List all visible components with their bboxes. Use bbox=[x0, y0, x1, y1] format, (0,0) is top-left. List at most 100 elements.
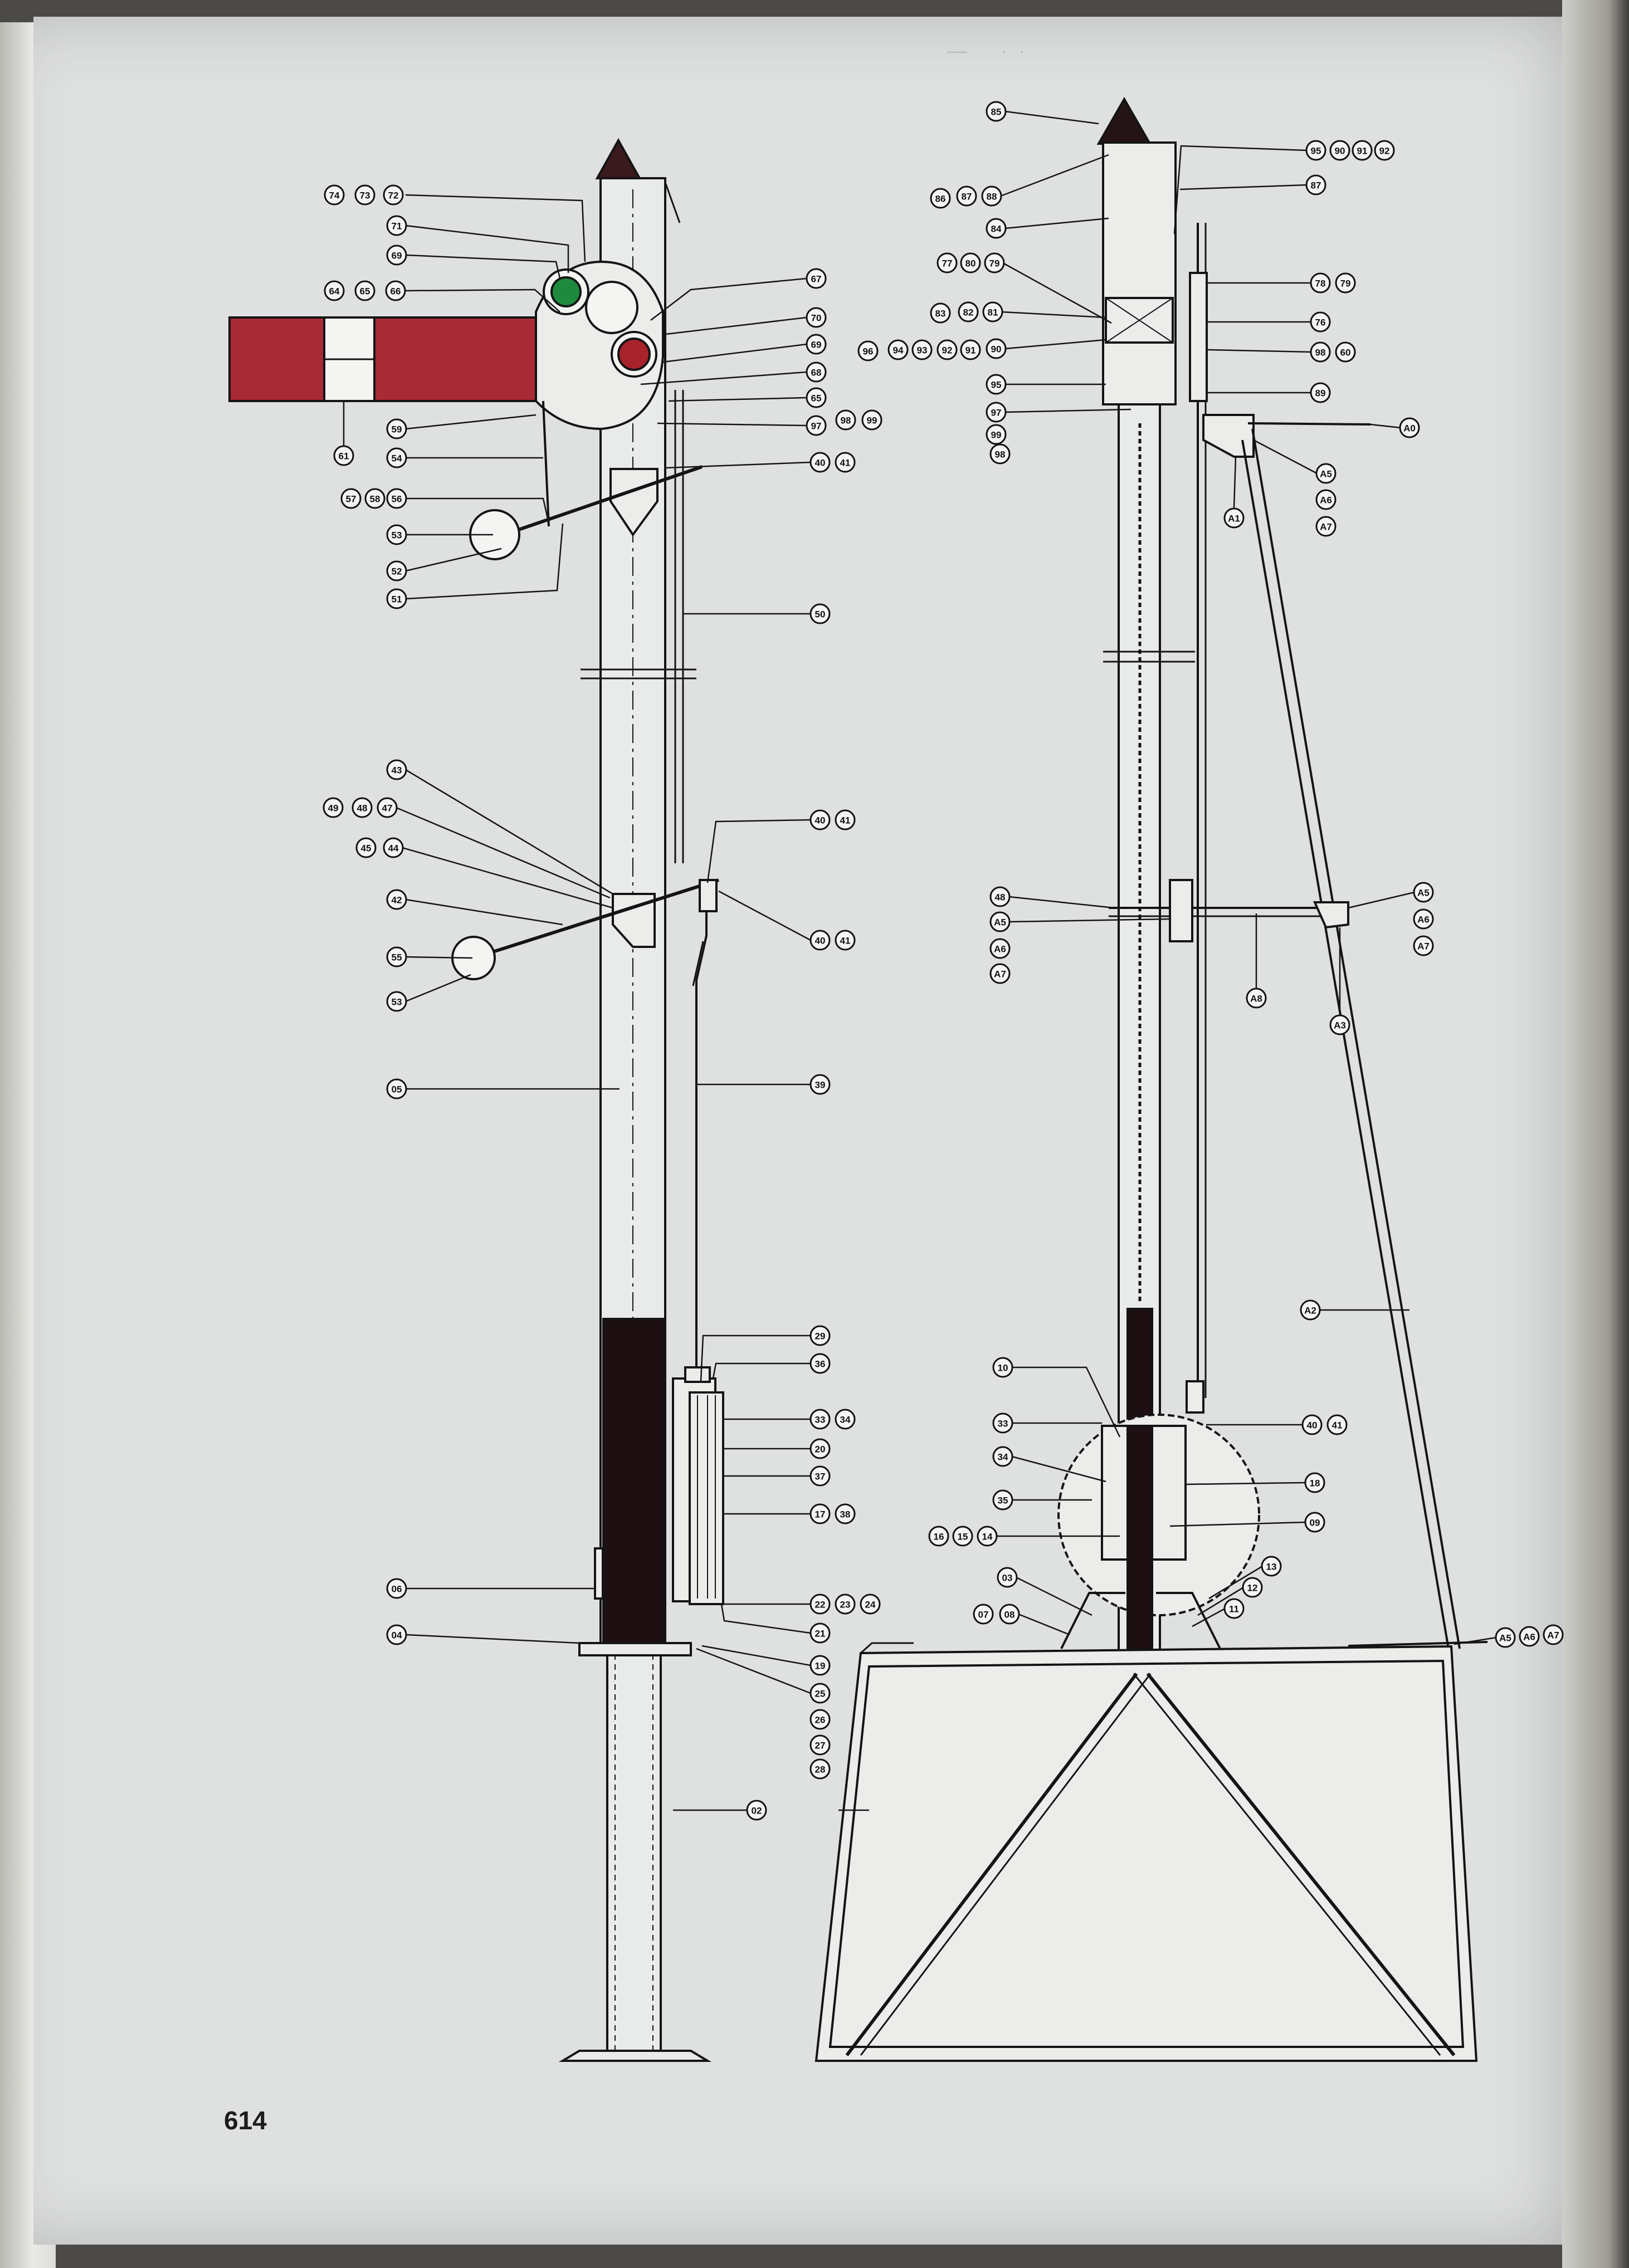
part-callout: 11 bbox=[1223, 1598, 1245, 1619]
part-callout: 47 bbox=[377, 797, 398, 818]
part-callout-circle bbox=[809, 1074, 831, 1095]
part-callout-circle bbox=[992, 1489, 1013, 1511]
part-callout-circle bbox=[1223, 1598, 1245, 1619]
part-callout: 92 bbox=[937, 339, 958, 360]
part-callout: 33 bbox=[809, 1409, 831, 1430]
part-callout-label: 79 bbox=[989, 258, 1000, 269]
part-callout-circle bbox=[1352, 140, 1373, 161]
part-callout-circle bbox=[1305, 174, 1326, 195]
part-callout: A0 bbox=[1399, 417, 1420, 438]
part-callout-circle bbox=[386, 488, 407, 509]
part-callout: 02 bbox=[746, 1800, 767, 1821]
part-callout: 41 bbox=[835, 930, 856, 951]
part-callout-label: 53 bbox=[392, 530, 402, 541]
part-callout-circle bbox=[997, 1567, 1018, 1588]
part-callout-label: 74 bbox=[329, 190, 340, 201]
part-callout-label: 24 bbox=[865, 1600, 876, 1610]
part-callout: A7 bbox=[1315, 516, 1337, 537]
part-callout: 13 bbox=[1261, 1556, 1282, 1577]
clear-lens bbox=[585, 281, 638, 334]
part-callout-circle bbox=[973, 1604, 994, 1625]
part-callout: 40 bbox=[809, 452, 831, 473]
part-callout-label: 20 bbox=[815, 1444, 826, 1455]
part-callout-label: 87 bbox=[962, 192, 972, 202]
part-callout-label: 58 bbox=[370, 494, 381, 505]
part-callout-label: 26 bbox=[815, 1715, 826, 1726]
arm-hub bbox=[1189, 272, 1208, 402]
part-callout-circle bbox=[992, 1446, 1013, 1467]
part-callout-label: A2 bbox=[1304, 1306, 1316, 1316]
lower-balance-lever bbox=[473, 878, 719, 960]
part-callout-circle bbox=[1329, 1014, 1350, 1035]
part-callout-circle bbox=[986, 374, 1007, 395]
part-callout: 64 bbox=[324, 280, 345, 301]
part-callout: 83 bbox=[930, 302, 951, 324]
part-callout-label: 65 bbox=[360, 286, 370, 297]
part-callout: 95 bbox=[1305, 140, 1326, 161]
part-callout: 68 bbox=[806, 361, 827, 383]
part-callout-circle bbox=[383, 837, 404, 858]
rod-coupler bbox=[699, 879, 718, 912]
part-callout: 06 bbox=[386, 1578, 407, 1599]
part-callout-label: 82 bbox=[963, 307, 974, 318]
part-callout-label: 87 bbox=[1311, 180, 1321, 191]
part-callout-circle bbox=[1310, 382, 1331, 403]
part-callout-circle bbox=[835, 452, 856, 473]
part-callout: 03 bbox=[997, 1567, 1018, 1588]
part-callout-label: 02 bbox=[752, 1806, 762, 1816]
part-callout-label: 12 bbox=[1247, 1583, 1258, 1594]
part-callout: A6 bbox=[989, 938, 1011, 959]
part-callout: 95 bbox=[986, 374, 1007, 395]
part-callout-label: 52 bbox=[392, 566, 402, 577]
page-number: 614 bbox=[224, 2106, 267, 2135]
part-callout-label: 23 bbox=[840, 1600, 851, 1610]
part-callout: 73 bbox=[354, 184, 375, 206]
part-callout-circle bbox=[1304, 1512, 1325, 1533]
lamp-bracket-brace bbox=[1105, 297, 1173, 343]
right-elevation-view bbox=[814, 96, 1488, 2062]
part-callout-label: 47 bbox=[382, 803, 393, 814]
post-cap bbox=[595, 138, 642, 179]
part-callout-circle bbox=[860, 1594, 881, 1615]
part-callout-label: 49 bbox=[328, 803, 339, 814]
red-lens bbox=[617, 338, 651, 371]
diagonal-stay bbox=[1251, 428, 1461, 1649]
part-callout-circle bbox=[323, 797, 344, 818]
part-callout-circle bbox=[809, 603, 831, 624]
part-callout-circle bbox=[386, 1578, 407, 1599]
part-callout-label: 41 bbox=[840, 458, 851, 468]
part-callout-circle bbox=[806, 307, 827, 328]
part-callout-label: 71 bbox=[392, 221, 402, 232]
part-callout: 79 bbox=[984, 252, 1005, 273]
part-callout-circle bbox=[364, 488, 386, 509]
part-callout: 34 bbox=[992, 1446, 1013, 1467]
part-callout-label: 89 bbox=[1315, 388, 1326, 399]
part-callout-circle bbox=[928, 1526, 949, 1547]
side-bracket bbox=[594, 1547, 604, 1600]
part-callout-circle bbox=[835, 1409, 856, 1430]
part-callout-circle bbox=[355, 837, 377, 858]
part-callout-circle bbox=[1543, 1624, 1564, 1645]
part-callout-label: 03 bbox=[1002, 1573, 1013, 1583]
foundation-frame-inner bbox=[828, 1659, 1465, 2048]
part-callout-circle bbox=[960, 252, 981, 273]
part-callout-label: 50 bbox=[815, 609, 826, 620]
frame-diagonal bbox=[1146, 1673, 1456, 2056]
part-callout-label: 53 bbox=[392, 997, 402, 1008]
part-callout: A5 bbox=[1495, 1627, 1516, 1648]
part-callout-circle bbox=[977, 1526, 998, 1547]
part-callout-circle bbox=[809, 1353, 831, 1374]
part-callout-circle bbox=[835, 1594, 856, 1615]
part-callout-circle bbox=[956, 185, 977, 207]
post-cap-side bbox=[1096, 96, 1152, 145]
part-callout-circle bbox=[986, 402, 1007, 423]
part-callout: 97 bbox=[806, 415, 827, 436]
part-callout-circle bbox=[911, 339, 933, 360]
part-callout-label: 42 bbox=[392, 895, 402, 906]
part-callout-label: A6 bbox=[1523, 1632, 1535, 1643]
part-callout-label: 90 bbox=[991, 344, 1002, 355]
part-callout-circle bbox=[386, 560, 407, 581]
part-callout-circle bbox=[835, 1503, 856, 1524]
part-callout-circle bbox=[386, 759, 407, 780]
part-callout: 59 bbox=[386, 418, 407, 439]
